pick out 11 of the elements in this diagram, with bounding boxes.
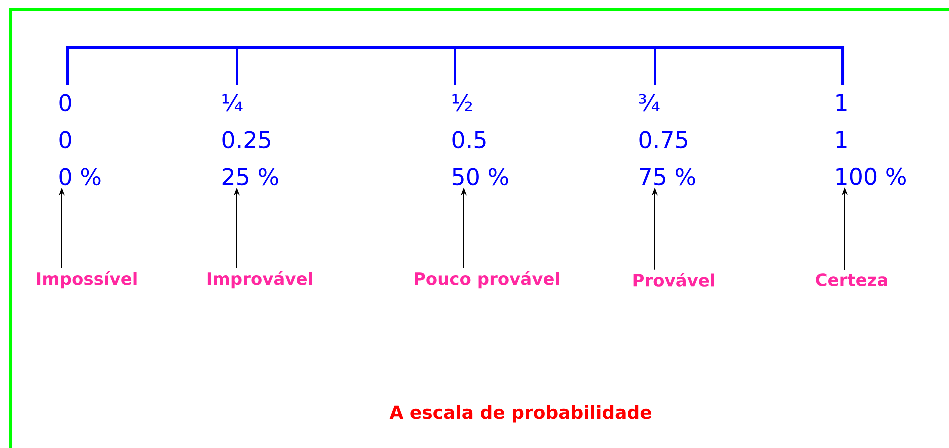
category-label: Pouco provável xyxy=(415,271,560,289)
value-label: 0 0 0 % xyxy=(60,94,101,186)
value-label: ½ 0.5 50 % xyxy=(452,94,508,186)
value-label: ¾ 0.75 75 % xyxy=(639,94,696,186)
category-label: Improvável xyxy=(208,271,312,289)
value-label: 1 1 100 % xyxy=(836,94,906,186)
category-label: Certeza xyxy=(816,274,888,286)
category-label: Impossível xyxy=(37,271,137,289)
value-label: ¼ 0.25 25 % xyxy=(222,94,278,186)
caption: A escala de probabilidade xyxy=(390,405,652,423)
category-label: Provável xyxy=(634,273,714,287)
